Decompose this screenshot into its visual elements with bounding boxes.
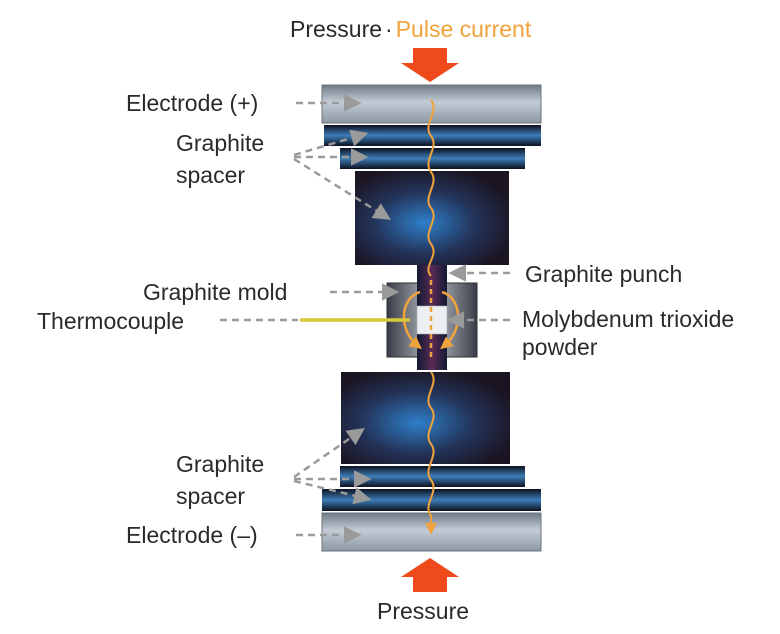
label-electrode-minus: Electrode (–) [126, 522, 258, 548]
label-thermocouple: Thermocouple [37, 308, 185, 334]
leader-spacer-top-1 [293, 129, 369, 157]
graphite-spacer-bottom-1 [340, 466, 525, 487]
title-pressure: Pressure [290, 16, 383, 42]
label-powder-2: powder [522, 334, 598, 360]
pulse-current-path [428, 99, 433, 530]
leader-block-bottom [293, 428, 365, 479]
graphite-spacer-top-2 [340, 148, 525, 169]
label-graphite-spacer-top-1: Graphite [176, 130, 265, 156]
graphite-spacer-top-1 [324, 125, 541, 146]
label-graphite-mold: Graphite mold [143, 279, 288, 305]
label-electrode-plus: Electrode (+) [126, 90, 259, 116]
circulating-current-left [402, 290, 422, 350]
label-powder-1: Molybdenum trioxide [522, 306, 735, 332]
graphite-spacer-bottom-2 [322, 489, 541, 511]
label-graphite-spacer-bottom-2: spacer [176, 483, 246, 509]
label-pressure-bottom: Pressure [377, 598, 470, 624]
title-line: Pressure·Pulse current [290, 16, 531, 43]
leader-spacer-bottom-2 [293, 479, 372, 505]
leader-block-top [293, 157, 391, 220]
leader-lines [220, 94, 510, 544]
title-separator: · [385, 16, 393, 42]
label-graphite-punch: Graphite punch [525, 261, 683, 287]
label-graphite-spacer-bottom-1: Graphite [176, 451, 265, 477]
pressure-arrow-top [401, 48, 459, 82]
title-pulse-current: Pulse current [395, 16, 532, 42]
label-graphite-spacer-top-2: spacer [176, 162, 246, 188]
pressure-arrow-bottom [401, 558, 459, 592]
graphite-block-bottom [341, 372, 510, 464]
